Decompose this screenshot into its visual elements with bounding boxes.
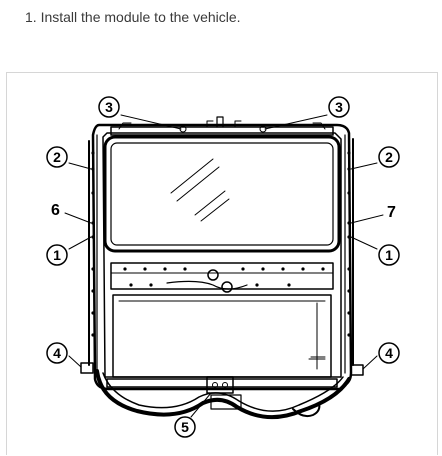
right-rail-holes xyxy=(347,151,351,337)
sunroof-module-diagram: 3 3 2 2 6 7 1 1 4 4 xyxy=(46,96,400,438)
glass-panel xyxy=(103,135,341,253)
callout-5: 5 xyxy=(174,416,196,438)
svg-text:4: 4 xyxy=(53,345,61,361)
step-instruction: 1. Install the module to the vehicle. xyxy=(25,9,241,25)
lower-opening xyxy=(112,294,332,378)
drain-hose xyxy=(95,369,351,420)
svg-text:5: 5 xyxy=(181,419,189,435)
svg-text:1: 1 xyxy=(53,247,61,263)
drain-hose xyxy=(102,372,344,412)
glass-reflection-line xyxy=(176,166,220,202)
figure-frame: 3 3 2 2 6 7 1 1 4 4 xyxy=(6,72,438,455)
svg-text:3: 3 xyxy=(335,99,343,115)
svg-text:4: 4 xyxy=(385,345,393,361)
left-mount-bracket xyxy=(80,362,94,374)
callout-1-left: 1 xyxy=(46,244,68,266)
module-inner-frame xyxy=(102,132,342,378)
callout-4-right: 4 xyxy=(378,342,400,364)
callout-4-left: 4 xyxy=(46,342,68,364)
drive-gear xyxy=(207,269,219,281)
callout-3-right: 3 xyxy=(328,96,350,118)
left-rail-holes xyxy=(91,151,95,337)
front-header-bar xyxy=(110,126,334,136)
glass-reflection-line xyxy=(170,158,214,194)
glass-reflection-line xyxy=(194,190,226,216)
callout-3-left: 3 xyxy=(98,96,120,118)
module-outer-frame xyxy=(91,123,353,391)
callout-1-right: 1 xyxy=(378,244,400,266)
label-7: 7 xyxy=(387,204,396,221)
label-6: 6 xyxy=(51,202,60,219)
svg-text:2: 2 xyxy=(53,149,61,165)
svg-text:3: 3 xyxy=(105,99,113,115)
svg-text:2: 2 xyxy=(385,149,393,165)
callout-2-left: 2 xyxy=(46,146,68,168)
svg-text:1: 1 xyxy=(385,247,393,263)
right-mount-bracket xyxy=(350,364,364,376)
glass-reflection-line xyxy=(200,198,230,222)
callout-2-right: 2 xyxy=(378,146,400,168)
